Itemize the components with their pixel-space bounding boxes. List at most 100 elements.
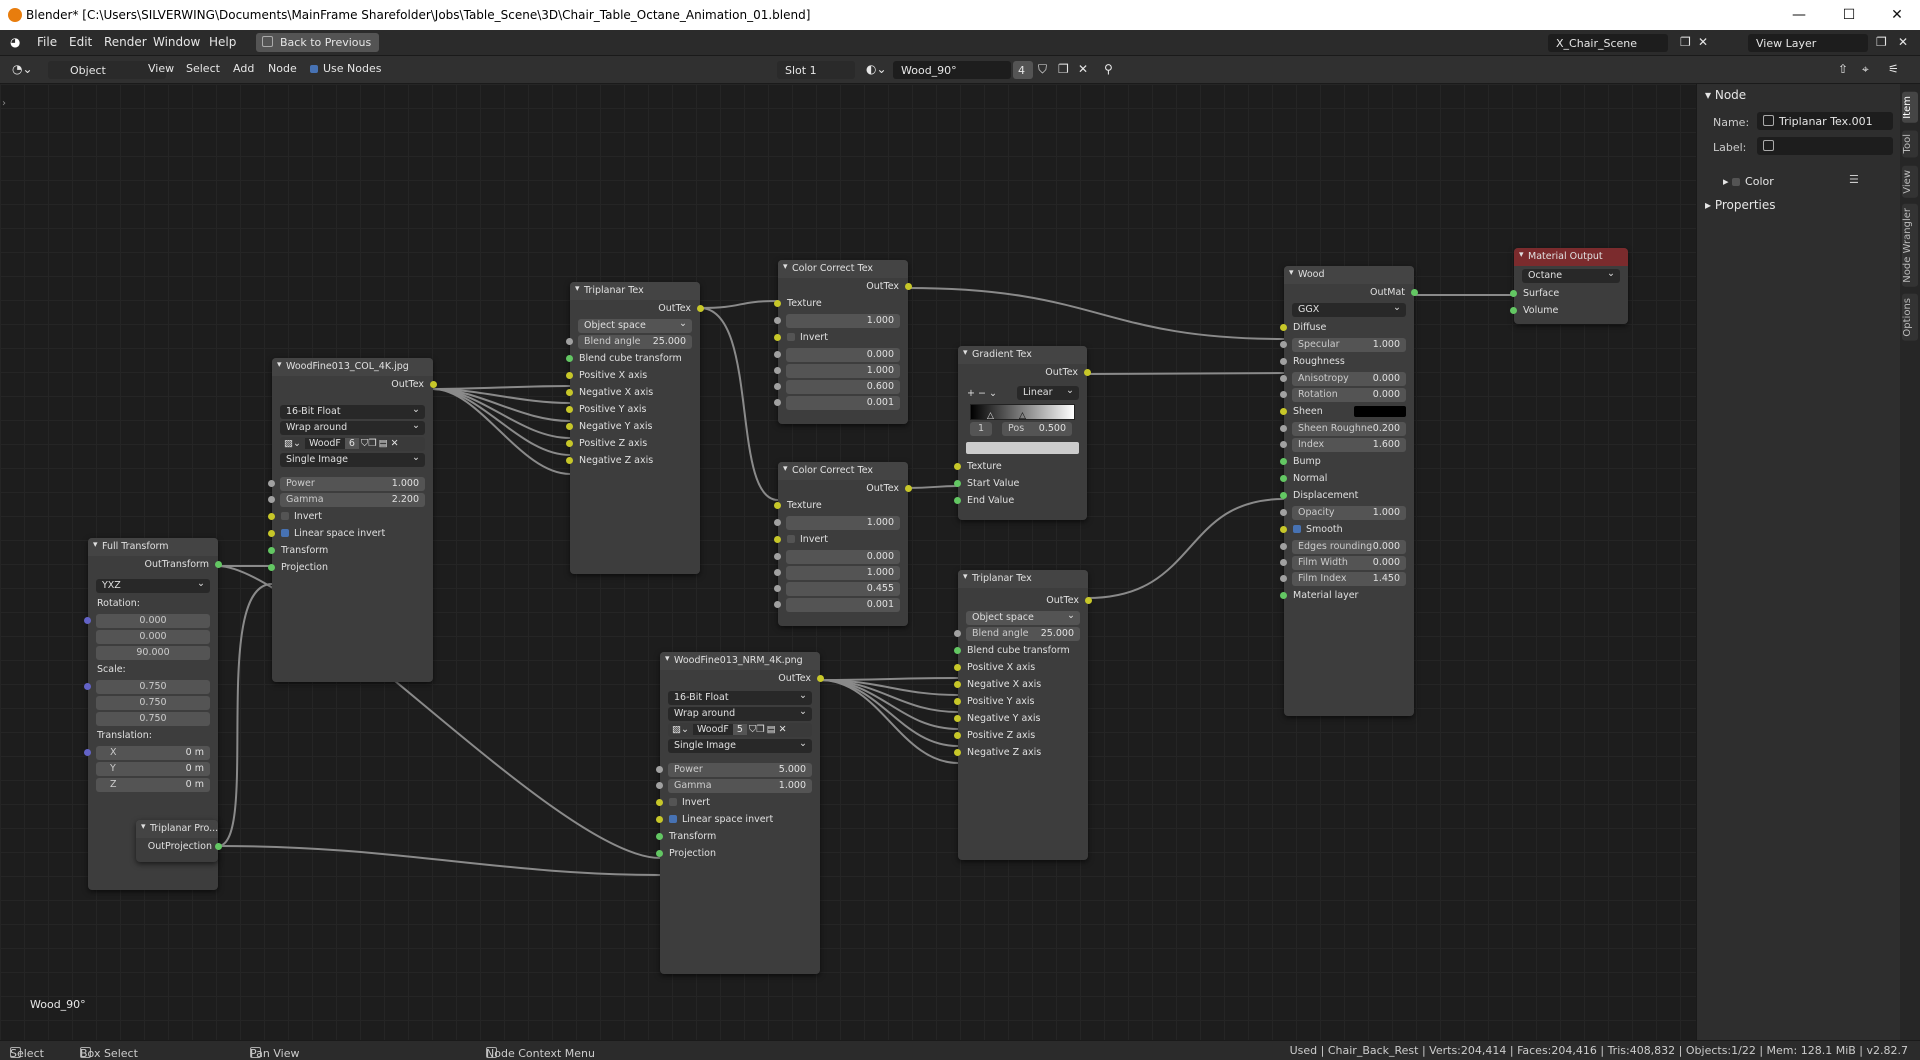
linear-space-invert-checkbox[interactable]: Linear space invert xyxy=(268,525,433,542)
input-socket[interactable] xyxy=(774,601,781,608)
input-socket[interactable] xyxy=(774,351,781,358)
input-socket[interactable] xyxy=(1280,324,1287,331)
menu-window[interactable]: Window xyxy=(153,35,201,49)
saturation-field[interactable]: 1.000 xyxy=(774,566,900,580)
node-name-field[interactable]: Triplanar Tex.001 xyxy=(1757,112,1893,130)
input-socket[interactable] xyxy=(774,569,781,576)
color-subpanel[interactable]: ▸ Color xyxy=(1723,175,1774,188)
invert-socket[interactable] xyxy=(268,513,275,520)
input-socket[interactable] xyxy=(1280,458,1287,465)
input-socket[interactable] xyxy=(566,389,573,396)
render-engine-dropdown[interactable]: Octane xyxy=(1522,267,1620,283)
triplanar-projection-node[interactable]: Triplanar Pro... OutProjection xyxy=(136,820,222,862)
input-socket[interactable] xyxy=(1280,391,1287,398)
lsi-socket[interactable] xyxy=(656,816,663,823)
ramp-stop-handle[interactable]: △ xyxy=(987,411,994,421)
input-socket[interactable] xyxy=(1280,543,1287,550)
maximize-button[interactable]: ☐ xyxy=(1842,7,1856,23)
output-socket[interactable] xyxy=(817,675,824,682)
invert-checkbox[interactable]: Invert xyxy=(268,508,433,525)
start-value-socket[interactable] xyxy=(954,480,961,487)
menu-render[interactable]: Render xyxy=(104,35,147,49)
output-socket[interactable] xyxy=(215,843,222,850)
triplanar-tex-node-2[interactable]: Triplanar Tex OutTex Object space Blend … xyxy=(954,570,1092,860)
node-section-header[interactable]: ▾ Node xyxy=(1705,88,1747,102)
transform-socket[interactable] xyxy=(656,833,663,840)
tab-node-wrangler[interactable]: Node Wrangler xyxy=(1902,204,1918,287)
input-socket[interactable] xyxy=(566,355,573,362)
transform-socket[interactable] xyxy=(268,547,275,554)
input-socket[interactable] xyxy=(774,585,781,592)
scale-z-field[interactable]: 0.750 xyxy=(96,712,210,726)
input-socket[interactable] xyxy=(566,457,573,464)
input-socket[interactable] xyxy=(954,698,961,705)
unlink-material-icon[interactable]: ✕ xyxy=(1078,62,1089,76)
input-socket[interactable] xyxy=(1280,408,1287,415)
object-type-dropdown[interactable]: Object xyxy=(48,61,166,79)
space-dropdown[interactable]: Object space xyxy=(578,317,692,333)
input-socket[interactable] xyxy=(774,519,781,526)
brightness-field[interactable]: 1.000 xyxy=(774,314,900,328)
fake-user-icon[interactable]: ⛉❐ xyxy=(360,438,377,449)
bit-depth-dropdown[interactable]: 16-Bit Float xyxy=(280,403,425,419)
source-dropdown[interactable]: Single Image xyxy=(280,451,425,467)
invert-socket[interactable] xyxy=(656,799,663,806)
power-socket[interactable] xyxy=(268,480,275,487)
hue-field[interactable]: 0.000 xyxy=(774,348,900,362)
image-texture-nrm-node[interactable]: WoodFine013_NRM_4K.png OutTex 16-Bit Flo… xyxy=(656,652,824,974)
output-socket[interactable] xyxy=(905,485,912,492)
power-socket[interactable] xyxy=(656,766,663,773)
input-socket[interactable] xyxy=(1280,526,1287,533)
output-socket[interactable] xyxy=(215,561,222,568)
menu-edit[interactable]: Edit xyxy=(69,35,93,49)
node-label-field[interactable] xyxy=(1757,137,1893,155)
menu-file[interactable]: File xyxy=(37,35,58,49)
scene-new-icon[interactable]: ❐ xyxy=(1680,35,1691,49)
menu-select[interactable]: Select xyxy=(186,62,220,75)
projection-socket[interactable] xyxy=(268,564,275,571)
unlink-image-icon[interactable]: ✕ xyxy=(778,724,787,735)
rotation-z-field[interactable]: 90.000 xyxy=(96,646,210,660)
invert-checkbox[interactable]: Invert xyxy=(774,329,908,346)
ramp-menu-icon[interactable]: ⌄ xyxy=(989,388,997,399)
menu-add[interactable]: Add xyxy=(233,62,255,75)
properties-section-header[interactable]: ▸ Properties xyxy=(1705,198,1776,212)
image-name-field[interactable]: WoodF xyxy=(304,438,345,449)
input-socket[interactable] xyxy=(1280,475,1287,482)
fake-user-icon[interactable]: ⛉ xyxy=(1038,62,1048,76)
rotation-x-field[interactable]: 0.000 xyxy=(84,614,210,628)
gamma-field[interactable]: 0.455 xyxy=(774,582,900,596)
rotation-socket[interactable] xyxy=(84,617,91,624)
input-socket[interactable] xyxy=(774,383,781,390)
color-checkbox[interactable] xyxy=(1732,178,1741,186)
color-correct-node-2[interactable]: Color Correct Tex OutTex Texture 1.000 I… xyxy=(774,462,912,626)
view-layer-remove-icon[interactable]: ✕ xyxy=(1898,35,1909,49)
material-users-count[interactable]: 4 xyxy=(1013,61,1033,79)
menu-help[interactable]: Help xyxy=(209,35,237,49)
image-browse-icon[interactable]: ▧⌄ xyxy=(672,724,689,735)
texture-socket[interactable] xyxy=(774,502,781,509)
input-socket[interactable] xyxy=(954,647,961,654)
editor-type-icon[interactable]: ◔⌄ xyxy=(12,62,33,76)
texture-socket[interactable] xyxy=(954,463,961,470)
parent-node-tree-icon[interactable]: ⇧ xyxy=(1838,62,1849,76)
bit-depth-dropdown[interactable]: 16-Bit Float xyxy=(668,689,812,705)
space-dropdown[interactable]: Object space xyxy=(966,609,1080,625)
slot-dropdown[interactable]: Slot 1 xyxy=(777,61,855,79)
input-socket[interactable] xyxy=(774,553,781,560)
texture-socket[interactable] xyxy=(774,300,781,307)
contrast-field[interactable]: 0.001 xyxy=(774,598,900,612)
tab-view[interactable]: View xyxy=(1902,166,1918,198)
full-transform-node[interactable]: Full Transform OutTransform YXZ Rotation… xyxy=(84,538,222,890)
sheen-color-swatch[interactable] xyxy=(1354,406,1406,417)
